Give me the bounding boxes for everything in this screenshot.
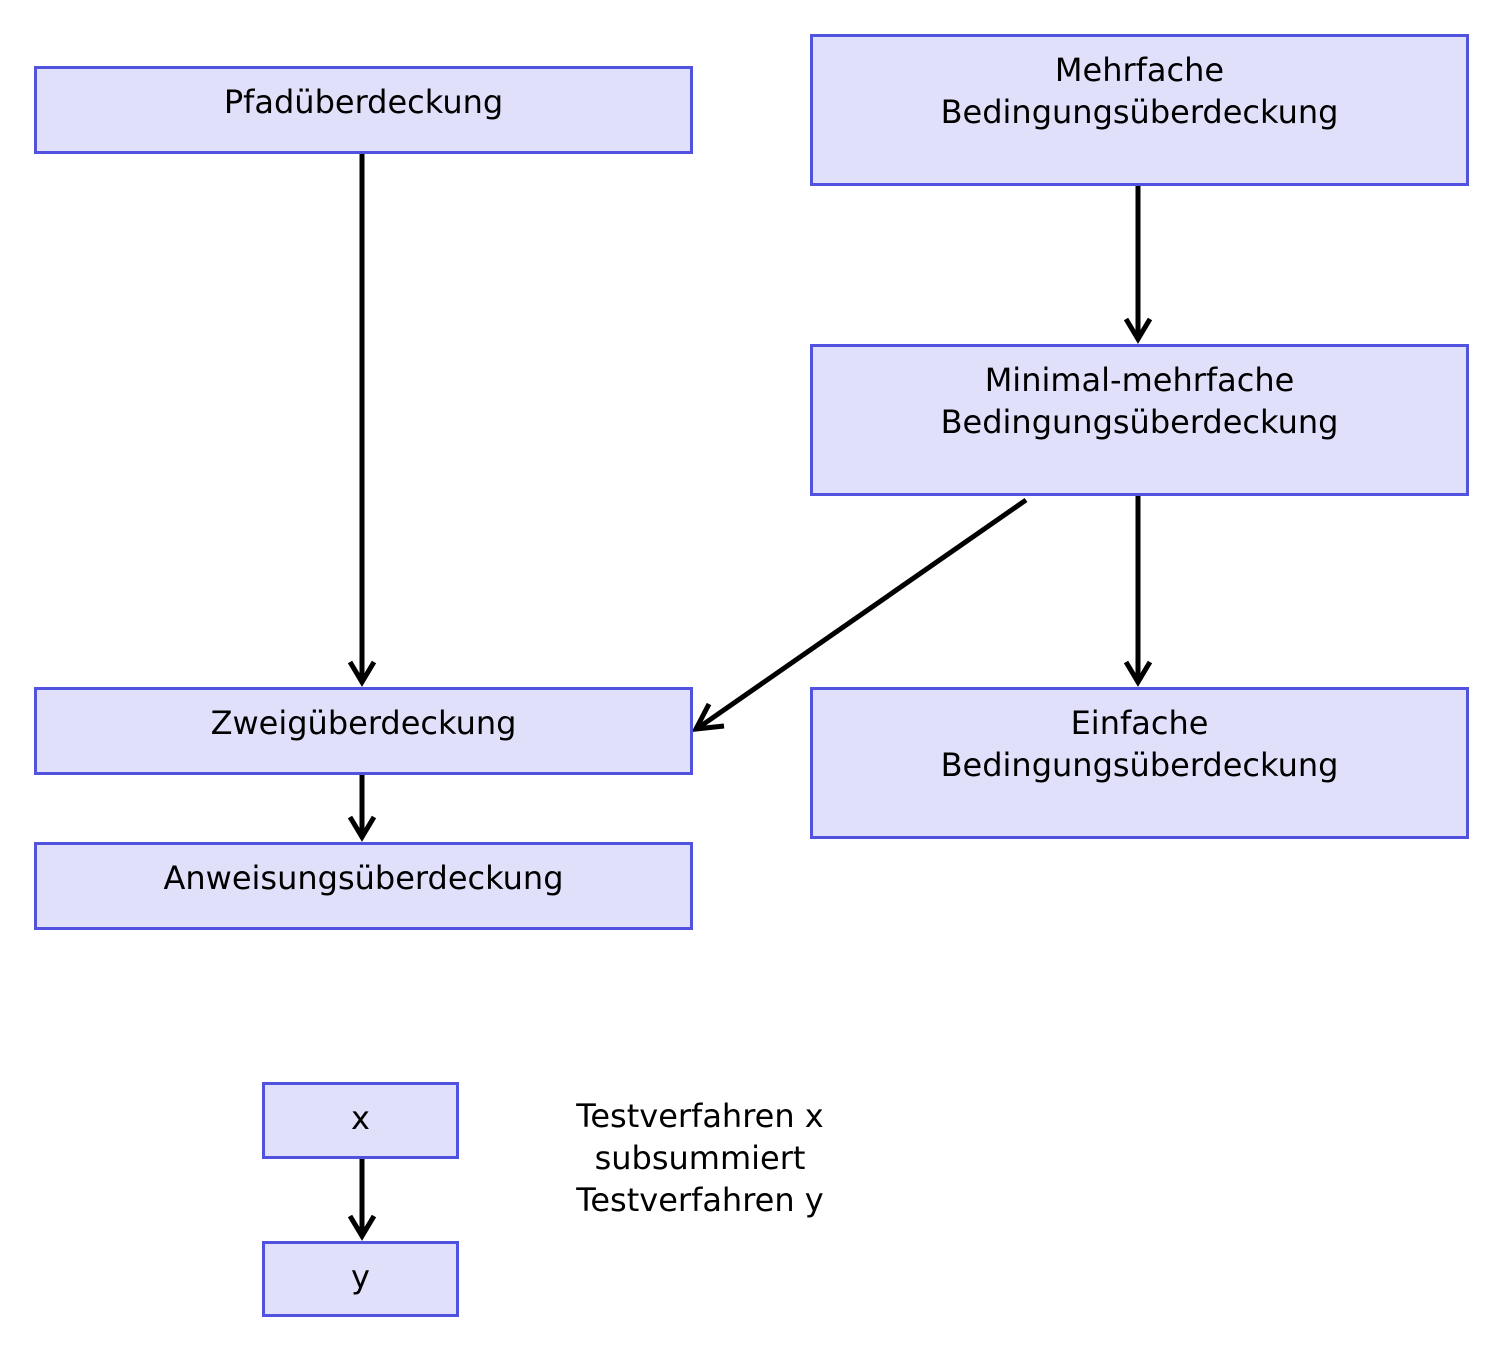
node-label-line-1: Einfache xyxy=(1070,704,1209,742)
legend-node-label: y xyxy=(351,1258,370,1296)
node-label: Pfadüberdeckung xyxy=(223,83,504,121)
node-label-line-1: Minimal-mehrfache xyxy=(984,361,1295,399)
node-label-line-2: Bedingungsüberdeckung xyxy=(940,93,1339,131)
edge-mehr-to-minmehr xyxy=(1123,186,1153,344)
node-zweigueberdeckung: Zweigüberdeckung xyxy=(34,687,693,775)
legend-text-line-3: Testverfahren y xyxy=(576,1181,824,1219)
node-label: Anweisungsüberdeckung xyxy=(163,859,564,897)
node-label: Zweigüberdeckung xyxy=(210,704,517,742)
legend-node-label: x xyxy=(351,1099,370,1137)
edge-legend-x-to-y xyxy=(347,1159,377,1241)
legend-text-line-2: subsummiert xyxy=(594,1139,806,1177)
node-anweisungsueberdeckung: Anweisungsüberdeckung xyxy=(34,842,693,930)
edge-minmehr-to-einf xyxy=(1123,496,1153,687)
node-einfache-bedingungsueberdeckung: Einfache Bedingungsüberdeckung xyxy=(810,687,1469,839)
node-label-line-1: Mehrfache xyxy=(1054,51,1225,89)
legend-text-line-1: Testverfahren x xyxy=(576,1097,824,1135)
edge-pfad-to-zweig xyxy=(347,154,377,687)
node-label-line-2: Bedingungsüberdeckung xyxy=(940,403,1339,441)
node-pfadueberdeckung: Pfadüberdeckung xyxy=(34,66,693,154)
node-minimal-mehrfache-bedingungsueberdeckung: Minimal-mehrfache Bedingungsüberdeckung xyxy=(810,344,1469,496)
node-mehrfache-bedingungsueberdeckung: Mehrfache Bedingungsüberdeckung xyxy=(810,34,1469,186)
legend-node-x: x xyxy=(262,1082,459,1159)
legend-description: Testverfahren x subsummiert Testverfahre… xyxy=(540,1095,860,1221)
edge-minmehr-to-zweig xyxy=(691,497,1028,732)
node-label-line-2: Bedingungsüberdeckung xyxy=(940,746,1339,784)
legend-node-y: y xyxy=(262,1241,459,1317)
edge-zweig-to-anw xyxy=(347,775,377,842)
